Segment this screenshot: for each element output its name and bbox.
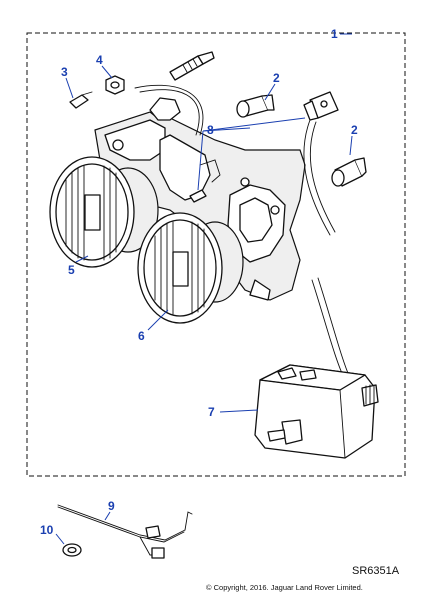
callout-2-upper: 2 xyxy=(273,71,280,85)
nut xyxy=(105,75,125,95)
connector-plug xyxy=(303,91,339,121)
diagram-reference: SR6351A xyxy=(352,565,400,577)
callout-5: 5 xyxy=(68,263,75,277)
levelling-actuator xyxy=(254,364,379,459)
grommet xyxy=(62,543,82,557)
bulb-small xyxy=(69,91,93,109)
wiring-harness xyxy=(57,504,193,559)
callout-3: 3 xyxy=(61,65,68,79)
callout-2-lower: 2 xyxy=(351,123,358,137)
callout-4: 4 xyxy=(96,53,103,67)
callout-7: 7 xyxy=(208,405,215,419)
bulb-lower xyxy=(331,157,367,187)
copyright-notice: © Copyright, 2016. Jaguar Land Rover Lim… xyxy=(206,583,363,592)
adjuster-screw xyxy=(169,51,215,81)
kit-boundary xyxy=(26,32,406,477)
callout-9: 9 xyxy=(108,499,115,513)
bulb-upper xyxy=(236,94,275,118)
leader-lines xyxy=(55,33,353,545)
fog-lamp-left xyxy=(49,156,159,268)
callout-6: 6 xyxy=(138,329,145,343)
fog-lamp-right xyxy=(137,212,244,324)
bracket-screw xyxy=(189,189,207,203)
callout-10: 10 xyxy=(40,523,54,537)
callout-8: 8 xyxy=(207,123,214,137)
callout-1: 1 xyxy=(331,27,338,41)
